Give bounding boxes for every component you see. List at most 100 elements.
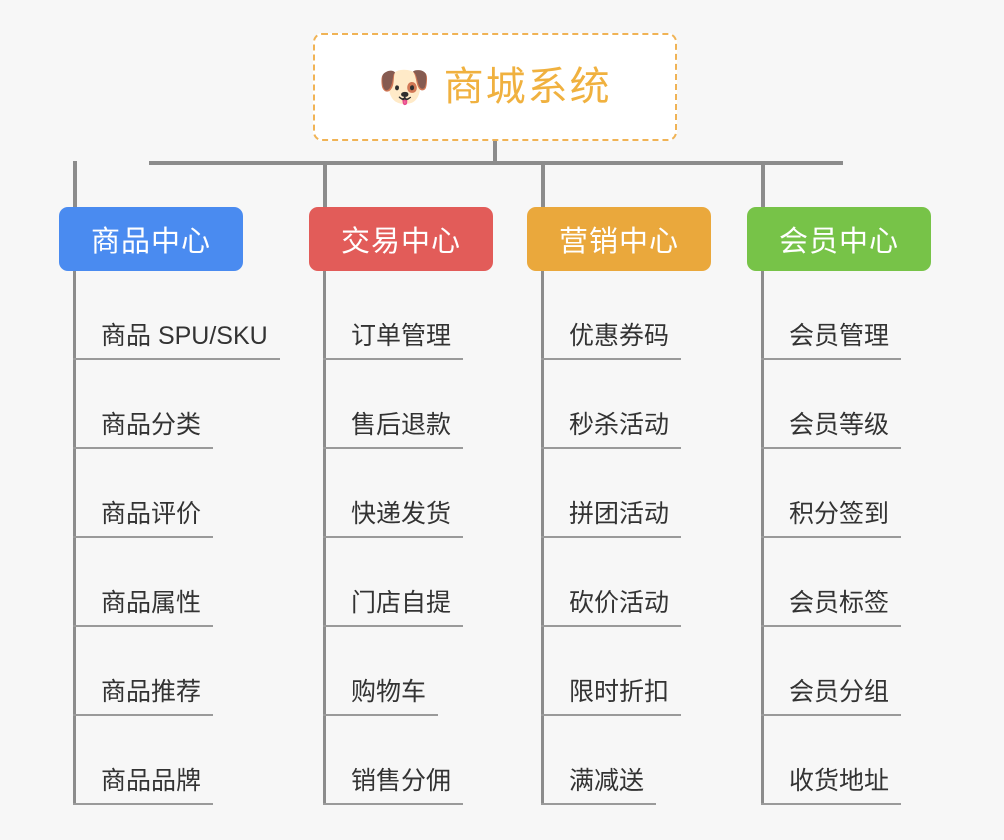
leaf-item[interactable]: 会员等级 — [761, 360, 902, 449]
leaf-label: 商品 SPU/SKU — [101, 321, 268, 350]
leaf-list-2: 订单管理售后退款快递发货门店自提购物车销售分佣 — [323, 271, 464, 805]
leaf-label: 满减送 — [569, 766, 645, 795]
leaf-item[interactable]: 秒杀活动 — [541, 360, 682, 449]
leaf-underline: 积分签到 — [761, 499, 902, 538]
leaf-underline: 订单管理 — [323, 321, 464, 360]
leaf-item[interactable]: 会员管理 — [761, 271, 902, 360]
category-box-2[interactable]: 交易中心 — [309, 207, 493, 271]
leaf-list-3: 优惠券码秒杀活动拼团活动砍价活动限时折扣满减送 — [541, 271, 682, 805]
leaf-underline: 优惠券码 — [541, 321, 682, 360]
leaf-underline: 满减送 — [541, 766, 657, 805]
leaf-list-4: 会员管理会员等级积分签到会员标签会员分组收货地址 — [761, 271, 902, 805]
leaf-item[interactable]: 商品分类 — [73, 360, 280, 449]
leaf-label: 商品品牌 — [101, 766, 202, 795]
leaf-underline: 售后退款 — [323, 410, 464, 449]
leaf-item[interactable]: 会员分组 — [761, 627, 902, 716]
leaf-item[interactable]: 商品品牌 — [73, 716, 280, 805]
connector-drop-4 — [761, 161, 765, 207]
leaf-label: 订单管理 — [351, 321, 452, 350]
connector-drop-3 — [541, 161, 545, 207]
leaf-underline: 会员等级 — [761, 410, 902, 449]
leaf-item[interactable]: 商品属性 — [73, 538, 280, 627]
leaf-underline: 商品属性 — [73, 588, 214, 627]
leaf-underline: 销售分佣 — [323, 766, 464, 805]
leaf-underline: 秒杀活动 — [541, 410, 682, 449]
leaf-label: 售后退款 — [351, 410, 452, 439]
leaf-item[interactable]: 销售分佣 — [323, 716, 464, 805]
category-title: 商品中心 — [90, 226, 211, 258]
root-title: 商城系统 — [443, 65, 612, 109]
leaf-item[interactable]: 砍价活动 — [541, 538, 682, 627]
leaf-item[interactable]: 限时折扣 — [541, 627, 682, 716]
leaf-underline: 会员分组 — [761, 677, 902, 716]
leaf-item[interactable]: 满减送 — [541, 716, 681, 805]
column-1: 商品中心商品 SPU/SKU 商品分类商品评价商品属性商品推荐商品品牌 — [59, 207, 280, 805]
leaf-item[interactable]: 收货地址 — [761, 716, 902, 805]
leaf-item[interactable]: 购物车 — [323, 627, 463, 716]
leaf-label: 会员分组 — [789, 677, 890, 706]
leaf-item[interactable]: 会员标签 — [761, 538, 902, 627]
leaf-item[interactable]: 快递发货 — [323, 449, 464, 538]
category-box-3[interactable]: 营销中心 — [527, 207, 711, 271]
leaf-label: 购物车 — [351, 677, 427, 706]
column-trunk-2 — [323, 271, 326, 805]
category-title: 会员中心 — [778, 226, 899, 258]
leaf-underline: 商品 SPU/SKU — [73, 321, 280, 360]
leaf-item[interactable]: 订单管理 — [323, 271, 464, 360]
leaf-item[interactable]: 商品评价 — [73, 449, 280, 538]
leaf-underline: 会员管理 — [761, 321, 902, 360]
leaf-label: 会员管理 — [789, 321, 890, 350]
leaf-underline: 商品推荐 — [73, 677, 214, 716]
leaf-item[interactable]: 售后退款 — [323, 360, 464, 449]
leaf-label: 优惠券码 — [569, 321, 670, 350]
column-trunk-4 — [761, 271, 764, 805]
leaf-underline: 门店自提 — [323, 588, 464, 627]
connector-drop-1 — [73, 161, 77, 207]
leaf-label: 商品评价 — [101, 499, 202, 528]
connector-root-stem — [493, 141, 497, 164]
leaf-underline: 砍价活动 — [541, 588, 682, 627]
category-box-1[interactable]: 商品中心 — [59, 207, 243, 271]
category-title: 营销中心 — [558, 226, 679, 258]
dog-face-icon: 🐶 — [378, 63, 431, 110]
leaf-label: 快递发货 — [351, 499, 452, 528]
column-4: 会员中心会员管理会员等级积分签到会员标签会员分组收货地址 — [747, 207, 931, 805]
connector-horizontal-bus — [149, 161, 843, 165]
leaf-item[interactable]: 拼团活动 — [541, 449, 682, 538]
leaf-underline: 限时折扣 — [541, 677, 682, 716]
leaf-label: 会员等级 — [789, 410, 890, 439]
leaf-label: 限时折扣 — [569, 677, 670, 706]
leaf-underline: 商品品牌 — [73, 766, 214, 805]
leaf-item[interactable]: 积分签到 — [761, 449, 902, 538]
leaf-label: 销售分佣 — [351, 766, 452, 795]
leaf-label: 商品属性 — [101, 588, 202, 617]
category-box-4[interactable]: 会员中心 — [747, 207, 931, 271]
leaf-label: 门店自提 — [351, 588, 452, 617]
leaf-underline: 收货地址 — [761, 766, 902, 805]
leaf-item[interactable]: 优惠券码 — [541, 271, 682, 360]
leaf-label: 收货地址 — [789, 766, 890, 795]
leaf-item[interactable]: 门店自提 — [323, 538, 464, 627]
leaf-underline: 快递发货 — [323, 499, 464, 538]
root-node[interactable]: 🐶 商城系统 — [313, 33, 677, 141]
column-trunk-1 — [73, 271, 76, 805]
leaf-underline: 拼团活动 — [541, 499, 682, 538]
connector-drop-2 — [323, 161, 327, 207]
leaf-underline: 会员标签 — [761, 588, 902, 627]
leaf-label: 积分签到 — [789, 499, 890, 528]
category-title: 交易中心 — [340, 226, 461, 258]
leaf-label: 秒杀活动 — [569, 410, 670, 439]
leaf-underline: 商品评价 — [73, 499, 214, 538]
leaf-label: 砍价活动 — [569, 588, 670, 617]
leaf-item[interactable]: 商品 SPU/SKU — [73, 271, 280, 360]
leaf-list-1: 商品 SPU/SKU 商品分类商品评价商品属性商品推荐商品品牌 — [73, 271, 280, 805]
leaf-label: 会员标签 — [789, 588, 890, 617]
leaf-item[interactable]: 商品推荐 — [73, 627, 280, 716]
leaf-label: 商品分类 — [101, 410, 202, 439]
leaf-label: 拼团活动 — [569, 499, 670, 528]
column-3: 营销中心优惠券码秒杀活动拼团活动砍价活动限时折扣满减送 — [527, 207, 711, 805]
column-trunk-3 — [541, 271, 544, 805]
leaf-underline: 购物车 — [323, 677, 439, 716]
leaf-underline: 商品分类 — [73, 410, 214, 449]
